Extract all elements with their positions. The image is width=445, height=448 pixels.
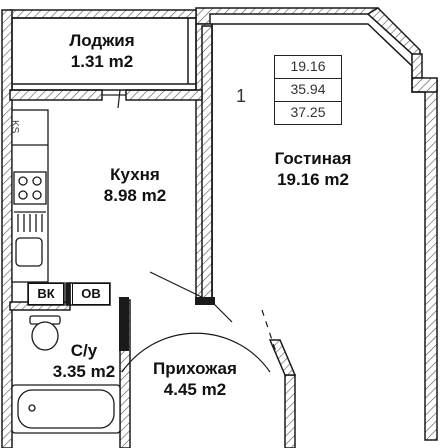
- room-kitchen: Кухня 8.98 m2: [90, 164, 180, 206]
- shaft-vk: ВК: [28, 283, 64, 305]
- area-total-with-loggia: 37.25: [290, 104, 326, 120]
- room-area: 3.35 m2: [52, 362, 116, 381]
- room-name: Лоджия: [69, 31, 135, 50]
- area-total: 35.94: [275, 79, 341, 102]
- room-bathroom: С/у 3.35 m2: [44, 340, 124, 382]
- room-area: 1.31 m2: [70, 52, 134, 71]
- room-loggia: Лоджия 1.31 m2: [52, 30, 152, 72]
- room-living: Гостиная 19.16 m2: [258, 148, 368, 190]
- apartment-number: 1: [236, 86, 247, 106]
- bathroom-fixtures: [11, 315, 121, 434]
- loggia-outline: [11, 17, 197, 91]
- room-hallway: Прихожая 4.45 m2: [140, 358, 250, 400]
- shaft-ov: ОВ: [72, 283, 110, 305]
- kitchen-fixtures: [11, 109, 49, 283]
- living-room-outline: [211, 23, 425, 302]
- room-area: 19.16 m2: [277, 170, 349, 189]
- room-name: Гостиная: [274, 149, 352, 168]
- loggia-door: [102, 89, 126, 109]
- room-name: С/у: [70, 341, 98, 360]
- hallway-walls: [119, 297, 215, 351]
- room-name: Кухня: [110, 165, 160, 184]
- area-summary-box: 19.16 35.94 37.25: [274, 55, 342, 125]
- room-area: 8.98 m2: [103, 186, 167, 205]
- kitchen-sink-mark: KS: [9, 120, 20, 134]
- room-name: Прихожая: [153, 359, 237, 378]
- room-area: 4.45 m2: [163, 380, 227, 399]
- area-living: 19.16: [275, 56, 341, 79]
